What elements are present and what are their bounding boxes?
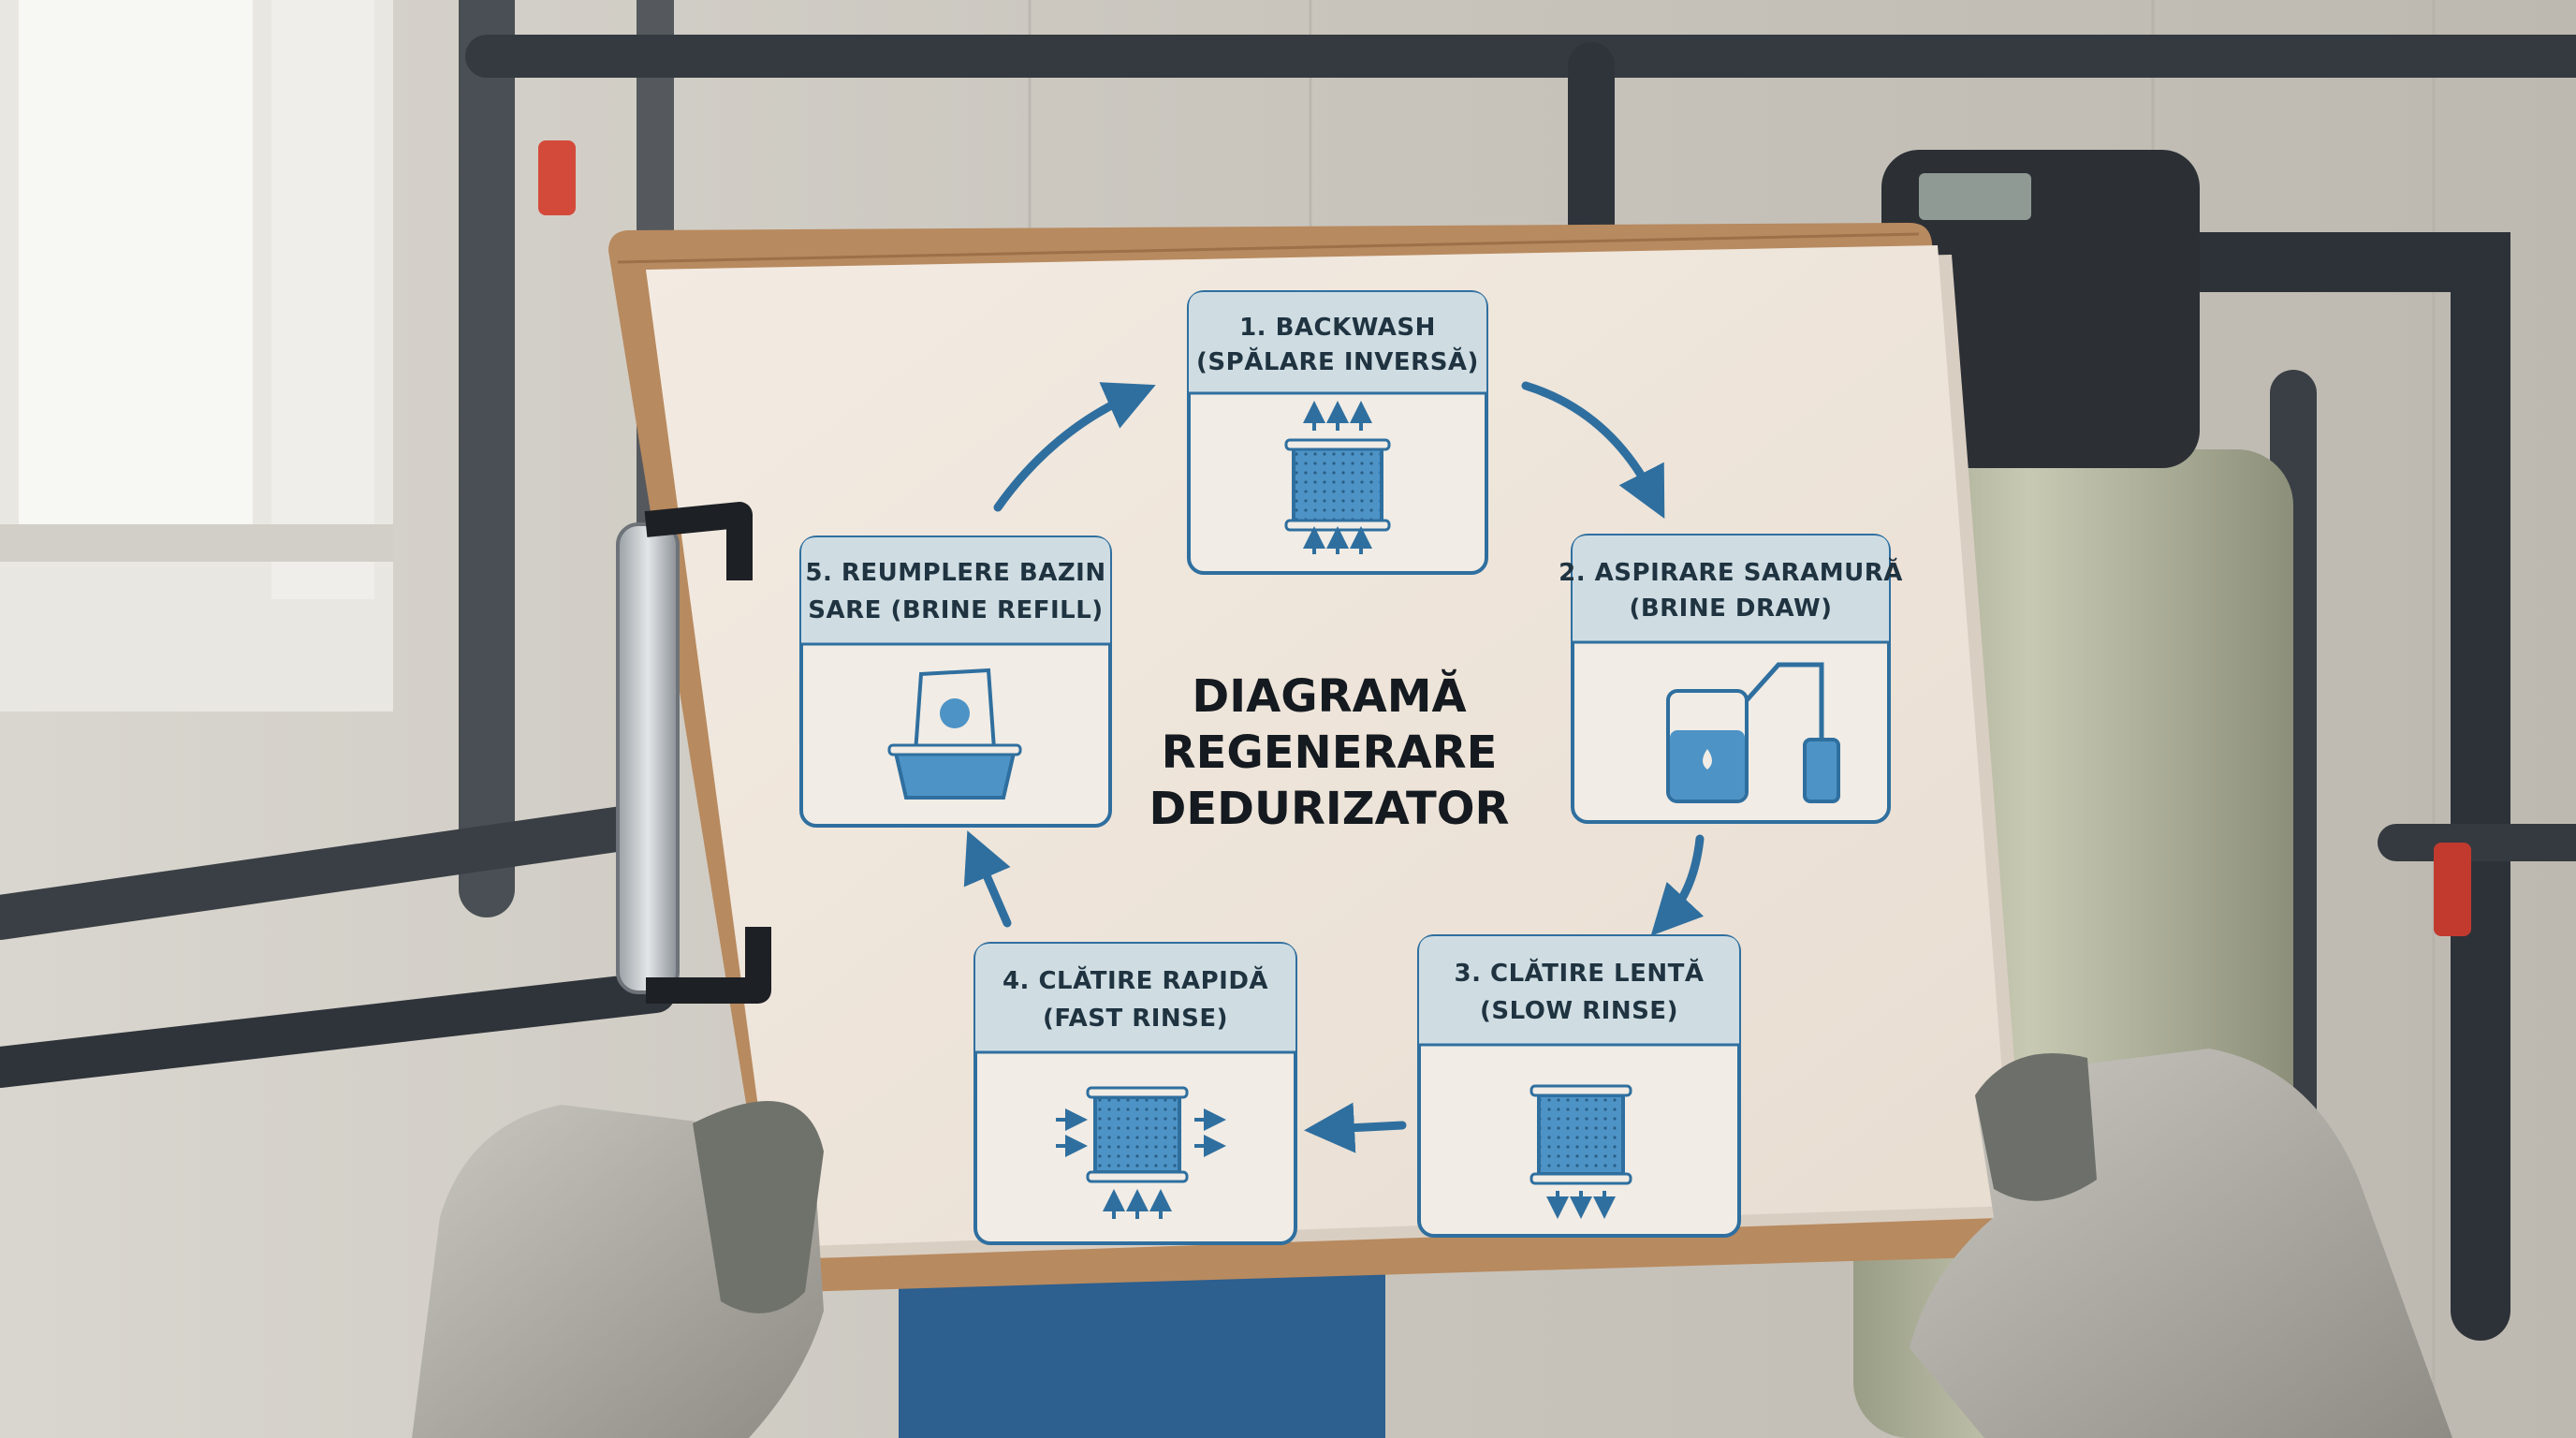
right-glove xyxy=(1910,1049,2452,1438)
step-5-title: 5. REUMPLERE BAZIN xyxy=(805,559,1105,587)
cycle-arrows xyxy=(963,381,1705,1153)
brine-tank-icon xyxy=(1666,662,1840,803)
title-line-2: REGENERARE xyxy=(1162,726,1498,779)
step-5-subtitle: SARE (BRINE REFILL) xyxy=(808,596,1103,624)
arrow-step1-to-step2 xyxy=(1521,381,1665,520)
step-5-panel: 5. REUMPLERE BAZIN SARE (BRINE REFILL) xyxy=(799,536,1112,828)
clipboard-clip xyxy=(616,502,771,1004)
valves xyxy=(538,140,2471,936)
step-4-panel: 4. CLĂTIRE RAPIDĂ (FAST RINSE) xyxy=(973,942,1297,1245)
title-line-1: DIAGRAMĂ xyxy=(1192,669,1466,723)
filter-crossflow-icon xyxy=(1056,1086,1226,1219)
left-glove xyxy=(412,1101,824,1438)
arrow-step2-to-step3 xyxy=(1650,834,1705,936)
arrow-step5-to-step1 xyxy=(993,382,1156,512)
title-line-3: DEDURIZATOR xyxy=(1149,783,1509,835)
filter-downflow-icon xyxy=(1530,1084,1632,1219)
step-4-subtitle: (FAST RINSE) xyxy=(1043,1005,1228,1033)
step-1-subtitle: (SPĂLARE INVERSĂ) xyxy=(1196,346,1479,376)
step-3-title: 3. CLĂTIRE LENTĂ xyxy=(1455,958,1705,988)
diagram-title: DIAGRAMĂ REGENERARE DEDURIZATOR xyxy=(1149,669,1509,835)
step-2-subtitle: (BRINE DRAW) xyxy=(1629,594,1832,623)
step-1-title: 1. BACKWASH xyxy=(1239,314,1436,342)
step-3-panel: 3. CLĂTIRE LENTĂ (SLOW RINSE) xyxy=(1417,934,1741,1238)
step-1-panel: 1. BACKWASH (SPĂLARE INVERSĂ) xyxy=(1187,290,1488,575)
step-4-title: 4. CLĂTIRE RAPIDĂ xyxy=(1003,965,1268,995)
window xyxy=(0,0,393,712)
step-3-subtitle: (SLOW RINSE) xyxy=(1480,997,1678,1025)
salt-bag-icon xyxy=(887,668,1022,800)
step-2-title: 2. ASPIRARE SARAMURĂ xyxy=(1559,557,1903,587)
arrow-step4-to-step5 xyxy=(963,830,1012,928)
filter-upflow-icon xyxy=(1284,401,1391,554)
step-2-panel: 2. ASPIRARE SARAMURĂ (BRINE DRAW) xyxy=(1559,534,1903,824)
arrow-step3-to-step4 xyxy=(1304,1102,1407,1153)
